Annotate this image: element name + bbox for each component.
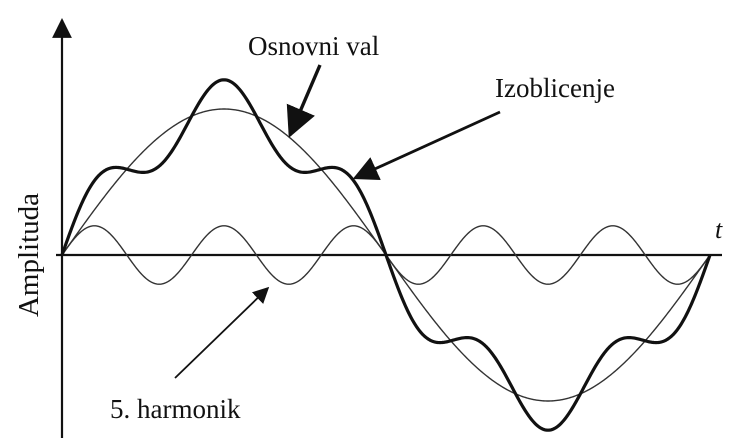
x-axis-label: t — [715, 215, 723, 244]
harmonic-arrow — [174, 286, 270, 379]
fundamental-label: Osnovni val — [248, 31, 379, 61]
distortion-arrow — [352, 110, 501, 181]
harmonic-label: 5. harmonik — [110, 394, 241, 424]
distortion-curve — [60, 78, 712, 432]
y-axis-label: Amplituda — [13, 193, 45, 317]
distortion-label: Izoblicenje — [495, 73, 615, 103]
fundamental-arrow — [286, 64, 322, 138]
